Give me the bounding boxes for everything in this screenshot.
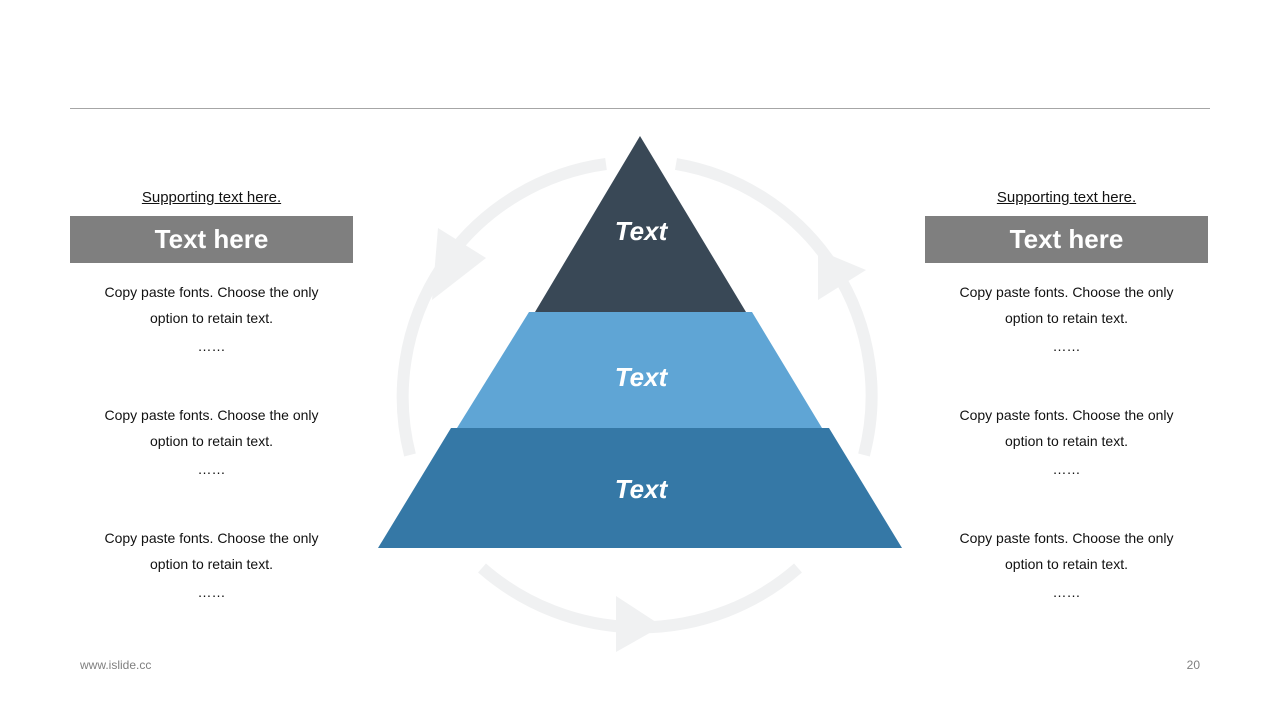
right-paragraph-2: Copy paste fonts. Choose the only option… (925, 402, 1208, 484)
left-paragraph-1: Copy paste fonts. Choose the only option… (70, 279, 353, 361)
left-paragraph-2: Copy paste fonts. Choose the only option… (70, 402, 353, 484)
footer-website: www.islide.cc (80, 658, 152, 672)
left-paragraph-3-line2: option to retain text. (150, 556, 273, 572)
right-header-box: Text here (925, 216, 1208, 263)
right-paragraph-1: Copy paste fonts. Choose the only option… (925, 279, 1208, 361)
pyramid-tier-bottom-label: Text (615, 474, 669, 504)
left-supporting-text: Supporting text here. (141, 189, 282, 206)
page-number: 20 (1186, 658, 1200, 672)
right-paragraph-1-line1: Copy paste fonts. Choose the only (959, 284, 1174, 300)
left-paragraph-1-line1: Copy paste fonts. Choose the only (104, 284, 319, 300)
right-panel: Supporting text here. Text here (925, 186, 1208, 263)
left-paragraph-2-ellipsis: …… (197, 461, 226, 477)
left-paragraph-1-ellipsis: …… (197, 338, 226, 354)
left-paragraph-2-line1: Copy paste fonts. Choose the only (104, 407, 319, 423)
right-paragraph-2-ellipsis: …… (1052, 461, 1081, 477)
right-paragraph-2-line2: option to retain text. (1005, 433, 1128, 449)
pyramid-tier-middle (457, 312, 822, 428)
cycle-arrowheads (432, 228, 866, 652)
top-divider (70, 108, 1210, 109)
right-paragraph-2-line1: Copy paste fonts. Choose the only (959, 407, 1174, 423)
pyramid-tier-bottom (378, 428, 902, 548)
pyramid-tier-middle-label: Text (615, 362, 669, 392)
right-supporting-text: Supporting text here. (996, 189, 1137, 206)
right-paragraph-1-ellipsis: …… (1052, 338, 1081, 354)
pyramid-tier-top (535, 136, 746, 312)
left-paragraph-1-line2: option to retain text. (150, 310, 273, 326)
right-paragraph-3-line2: option to retain text. (1005, 556, 1128, 572)
right-paragraph-3: Copy paste fonts. Choose the only option… (925, 525, 1208, 607)
right-paragraph-3-line1: Copy paste fonts. Choose the only (959, 530, 1174, 546)
right-paragraph-3-ellipsis: …… (1052, 584, 1081, 600)
cycle-arrowhead-bottom (616, 596, 662, 652)
left-paragraph-2-line2: option to retain text. (150, 433, 273, 449)
cycle-arrowhead-right (818, 250, 866, 300)
right-paragraph-1-line2: option to retain text. (1005, 310, 1128, 326)
left-header-box: Text here (70, 216, 353, 263)
left-paragraph-3-line1: Copy paste fonts. Choose the only (104, 530, 319, 546)
cycle-arrowhead-left (432, 228, 486, 300)
left-paragraph-3-ellipsis: …… (197, 584, 226, 600)
left-paragraph-3: Copy paste fonts. Choose the only option… (70, 525, 353, 607)
pyramid-tier-top-label: Text (615, 216, 669, 246)
left-panel: Supporting text here. Text here (70, 186, 353, 263)
